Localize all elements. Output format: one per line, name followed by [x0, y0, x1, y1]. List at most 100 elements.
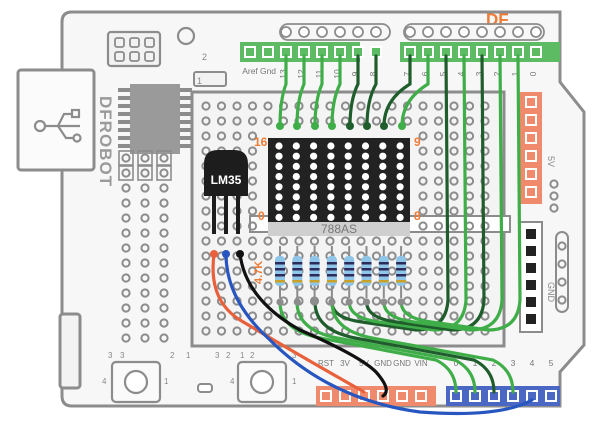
led-small	[197, 383, 213, 393]
matrix-led	[344, 203, 352, 211]
resistor-hole	[345, 298, 353, 306]
chip-leg	[180, 96, 192, 100]
board-hole	[402, 236, 413, 246]
board-hole	[449, 236, 459, 246]
board-hole-square	[118, 165, 134, 181]
button-mark: 2	[250, 351, 255, 360]
board-hole	[449, 146, 459, 156]
wire-end	[222, 250, 230, 258]
top-pin-label: 5	[438, 71, 448, 76]
side-hole	[557, 241, 567, 251]
matrix-led	[379, 193, 387, 201]
board-hole	[449, 251, 459, 261]
matrix-led	[327, 193, 335, 201]
board-hole	[294, 236, 304, 246]
board-hole	[325, 236, 335, 246]
power-pin	[320, 390, 332, 402]
board-hole	[232, 131, 242, 141]
button-mark: 3	[108, 351, 113, 360]
board-hole	[402, 116, 413, 126]
wire	[399, 54, 522, 332]
matrix-led	[310, 203, 318, 211]
resistor-band	[309, 262, 320, 265]
board-hole	[201, 251, 211, 261]
orange-pin	[525, 114, 537, 126]
usb-icon	[33, 108, 82, 143]
resistor-band	[361, 280, 372, 283]
board-hole	[216, 131, 227, 141]
analog-pin-label: 4	[530, 358, 535, 368]
board-hole	[247, 101, 258, 111]
top-pin-label: 1	[510, 71, 520, 76]
gnd-pin	[524, 227, 538, 241]
board-hole	[232, 236, 242, 246]
board-hole	[201, 326, 211, 336]
board-hole	[121, 303, 131, 313]
board-hole	[449, 281, 459, 291]
board-hole	[402, 281, 413, 291]
board-hole	[121, 228, 131, 238]
board-hole	[433, 116, 444, 126]
matrix-led	[344, 173, 352, 181]
matrix-led	[361, 183, 370, 191]
matrix-led	[275, 213, 283, 221]
top-pin-label: Gnd	[260, 66, 276, 76]
resistor-band	[361, 268, 372, 271]
resistor-band	[344, 274, 355, 277]
board-hole	[356, 116, 366, 126]
resistor-band	[378, 280, 389, 283]
matrix-led	[292, 213, 300, 221]
matrix-led	[361, 142, 370, 150]
atmega-chip	[118, 84, 192, 154]
board-hole	[159, 228, 169, 238]
matrix-led	[327, 203, 335, 211]
board-hole	[449, 131, 459, 141]
orange-pin	[525, 186, 537, 198]
resistor-band	[275, 262, 285, 265]
top-pin-label: 13	[278, 69, 288, 79]
board-hole	[216, 101, 227, 111]
matrix-led	[344, 162, 352, 170]
resistor-hole	[293, 298, 301, 306]
wires-top	[276, 54, 430, 130]
board-hole	[433, 176, 444, 186]
matrix-led	[344, 213, 352, 221]
matrix-led	[310, 162, 318, 170]
header-pin	[244, 46, 256, 58]
side-hole	[557, 259, 567, 269]
board-hole	[356, 236, 366, 246]
resistor-band	[292, 280, 303, 283]
wire	[382, 54, 412, 128]
board-hole	[418, 191, 428, 201]
orange-pin	[525, 168, 537, 180]
resistor-band	[292, 262, 303, 265]
matrix-led	[396, 213, 404, 221]
upper-hole	[352, 26, 364, 38]
board-hole	[371, 101, 382, 111]
matrix-led	[327, 173, 335, 181]
board-hole	[278, 326, 289, 336]
board-hole	[464, 311, 475, 321]
board-hole	[449, 206, 459, 216]
wire-end	[311, 122, 319, 130]
board-hole	[449, 221, 459, 231]
board-hole	[387, 236, 397, 246]
top-pin-label: 9	[350, 71, 360, 76]
resistor-band	[275, 268, 285, 271]
resistor-band	[396, 268, 407, 271]
resistor-band	[361, 262, 372, 265]
chip-leg	[118, 120, 130, 124]
header-pin	[530, 46, 542, 58]
wire-end	[380, 122, 388, 130]
board-hole	[201, 101, 211, 111]
analog-pin-label: 3	[511, 358, 516, 368]
matrix-led	[379, 162, 387, 170]
board-hole	[216, 311, 227, 321]
resistor-band	[344, 280, 355, 283]
board-hole	[247, 296, 258, 306]
wire	[278, 54, 288, 128]
button-mark: 3	[292, 351, 297, 360]
matrix-led	[379, 213, 387, 221]
